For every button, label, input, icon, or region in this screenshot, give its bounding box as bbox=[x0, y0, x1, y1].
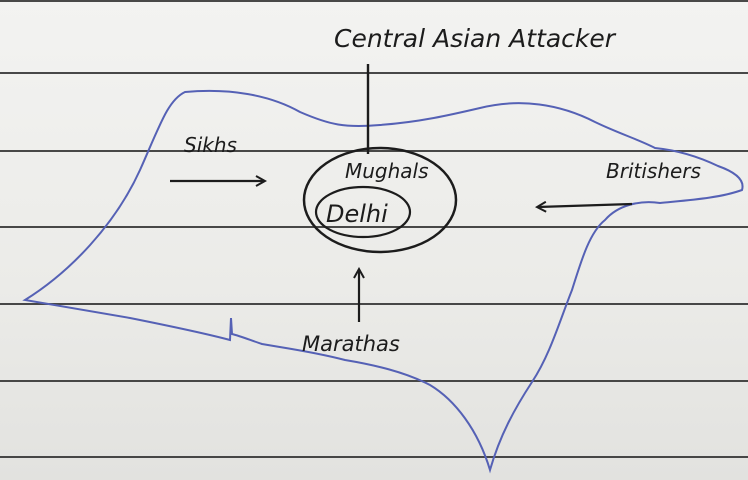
ruled-line bbox=[0, 150, 748, 152]
britishers-label: Britishers bbox=[606, 159, 701, 183]
sikhs-label: Sikhs bbox=[184, 133, 237, 157]
india-map-outline bbox=[22, 89, 744, 474]
ruled-line bbox=[0, 456, 748, 458]
delhi-label: Delhi bbox=[326, 200, 388, 228]
delhi-inner-ring bbox=[314, 185, 412, 239]
ruled-line bbox=[0, 380, 748, 382]
britishers-arrow bbox=[538, 204, 633, 207]
ruled-line bbox=[0, 303, 748, 305]
central-asian-attacker-label: Central Asian Attacker bbox=[334, 24, 617, 53]
ruled-line bbox=[0, 0, 748, 2]
marathas-label: Marathas bbox=[302, 332, 400, 356]
ruled-line bbox=[0, 226, 748, 228]
mughals-label: Mughals bbox=[345, 159, 429, 183]
ruled-line bbox=[0, 72, 748, 74]
mughal-outer-ring bbox=[302, 146, 458, 254]
